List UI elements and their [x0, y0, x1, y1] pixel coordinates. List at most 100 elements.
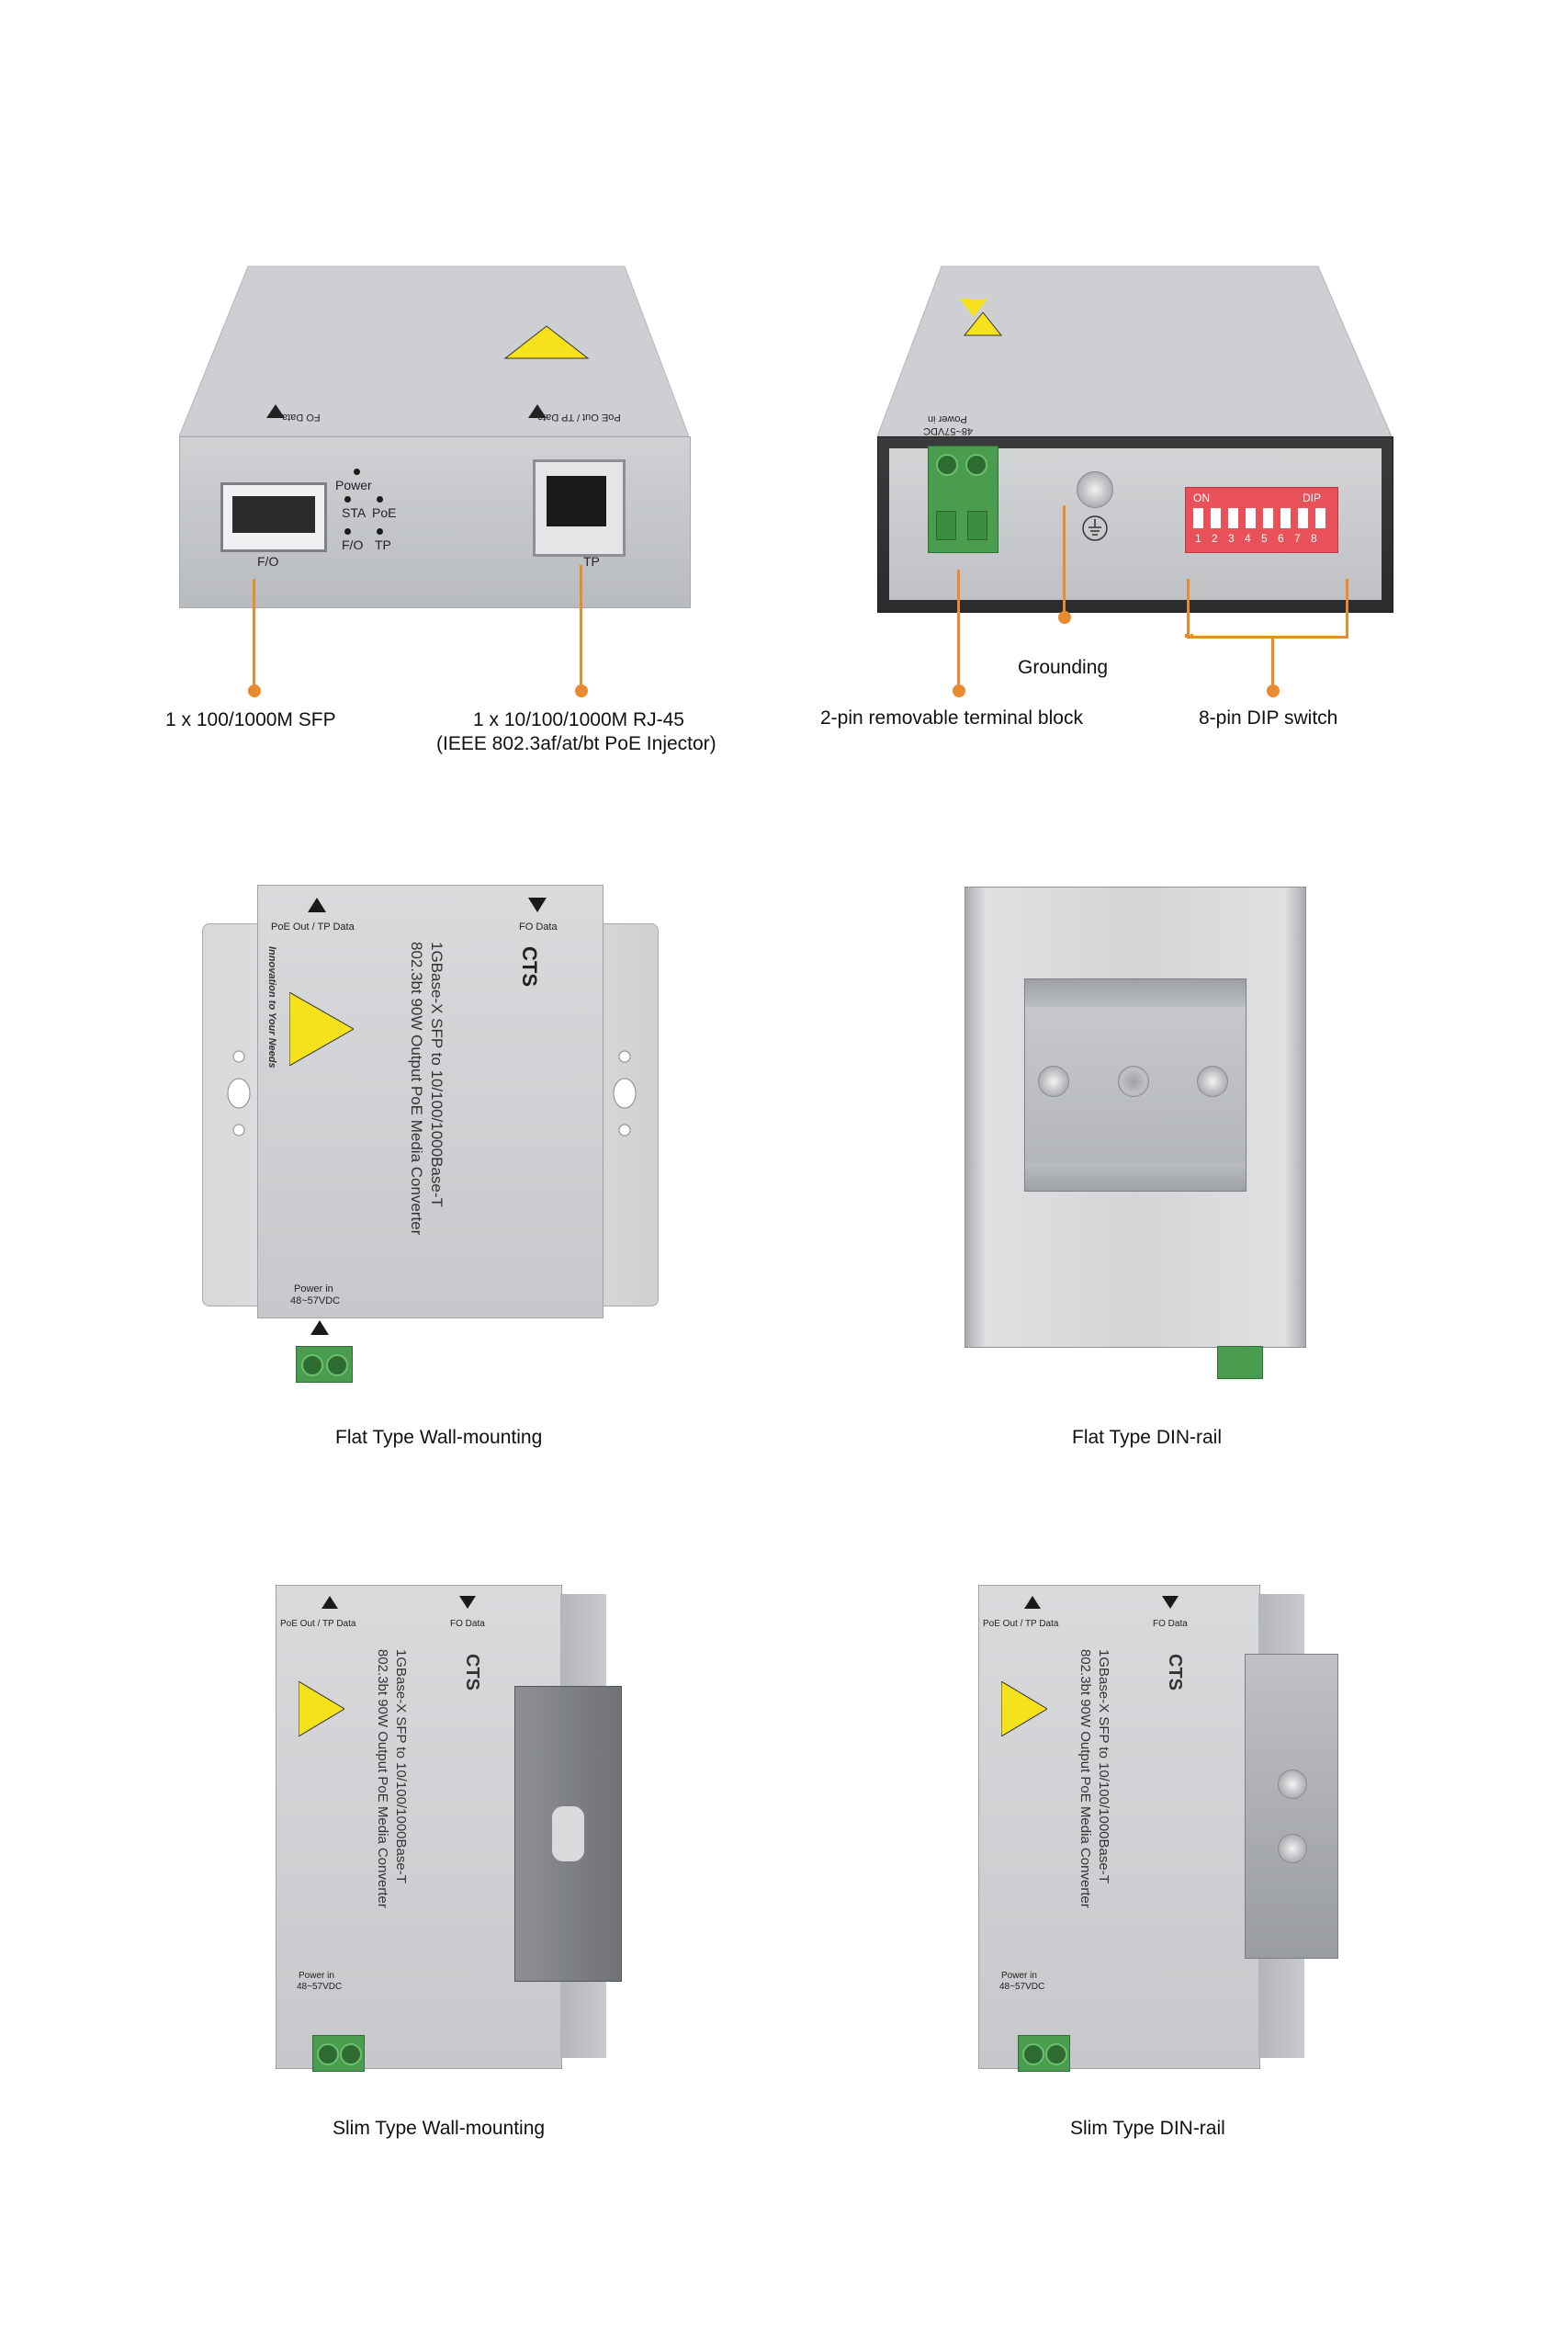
slim-wall-bracket — [514, 1686, 622, 1982]
arrow-up-icon — [1024, 1596, 1041, 1609]
ground-symbol-icon — [1082, 515, 1108, 541]
rear-device-top-face — [877, 266, 1392, 437]
slim-din-rail-clip — [1245, 1654, 1338, 1959]
caption-flat-wall: Flat Type Wall-mounting — [335, 1427, 543, 1448]
warning-heat-icon — [289, 992, 354, 1066]
slim-din-fo-data: FO Data — [1153, 1619, 1188, 1629]
din-screw-right — [1197, 1066, 1228, 1097]
rj45-port — [533, 459, 626, 557]
flat-din-terminal-block — [1217, 1346, 1263, 1379]
warning-heat-icon — [299, 1681, 344, 1736]
arrow-up-icon — [321, 1596, 338, 1609]
callout-dot-terminal — [953, 684, 965, 697]
arrow-down-icon — [1162, 1596, 1179, 1609]
flat-wall-terminal-block — [296, 1346, 353, 1383]
callout-line-rj45 — [580, 565, 582, 689]
rear-terminal-block — [928, 446, 998, 553]
front-top-fo-data: FO Data — [282, 412, 321, 423]
front-top-poe-out: PoE Out / TP Data — [537, 412, 621, 423]
warning-heat-icon — [503, 325, 590, 359]
callout-ground-text: Grounding — [1018, 657, 1109, 678]
callout-line-ground — [1063, 505, 1066, 616]
led-label-tp: TP — [375, 537, 391, 552]
din-screw-left — [1038, 1066, 1069, 1097]
callout-dot-dip — [1267, 684, 1280, 697]
callout-rj45-text-line2: (IEEE 802.3af/at/bt PoE Injector) — [436, 733, 716, 754]
callout-line-sfp — [253, 579, 255, 689]
flat-wall-slogan: Innovation to Your Needs — [266, 946, 277, 1069]
slim-wall-model-line1: 1GBase-X SFP to 10/100/1000Base-T — [393, 1649, 409, 1883]
slim-din-brand: CTS — [1165, 1654, 1185, 1690]
rear-device: Power in 48~57VDC ON DIP 1 2 3 4 5 6 7 8 — [877, 262, 1393, 620]
slim-din-chassis — [978, 1585, 1260, 2069]
led-power — [354, 469, 360, 475]
arrow-up-icon — [310, 1320, 329, 1335]
rj45-port-label: TP — [583, 554, 600, 569]
led-label-sta: STA — [342, 505, 367, 520]
warning-heat-icon — [1001, 1681, 1047, 1736]
flat-wall-model-line2: 802.3bt 90W Output PoE Media Converter — [408, 942, 425, 1236]
caption-slim-wall: Slim Type Wall-mounting — [333, 2118, 546, 2139]
flat-wall-device: PoE Out / TP Data FO Data Innovation to … — [202, 877, 661, 1392]
rear-power-in: Power in — [928, 413, 967, 424]
callout-rj45-text-line1: 1 x 10/100/1000M RJ-45 — [473, 709, 684, 730]
rear-power-voltage: 48~57VDC — [923, 425, 974, 436]
callout-line-dip — [1271, 636, 1274, 689]
caption-slim-din: Slim Type DIN-rail — [1070, 2118, 1225, 2139]
flat-wall-chassis — [257, 885, 604, 1318]
slim-din-terminal-block — [1018, 2035, 1070, 2072]
callout-terminal-text: 2-pin removable terminal block — [820, 707, 1083, 729]
led-tp — [377, 528, 383, 535]
arrow-down-icon — [459, 1596, 476, 1609]
callout-dip-text: 8-pin DIP switch — [1199, 707, 1338, 729]
led-label-power: Power — [335, 478, 372, 492]
slim-din-model-line1: 1GBase-X SFP to 10/100/1000Base-T — [1096, 1649, 1111, 1883]
slim-din-power-in: Power in — [1001, 1971, 1037, 1981]
arrow-up-icon — [308, 898, 326, 912]
front-device-top-face — [179, 266, 689, 437]
led-label-fo: F/O — [342, 537, 364, 552]
slim-wall-brand: CTS — [462, 1654, 482, 1690]
led-fo — [344, 528, 351, 535]
slim-din-poe-out: PoE Out / TP Data — [983, 1619, 1059, 1629]
slim-wall-power-voltage: 48~57VDC — [297, 1982, 343, 1992]
arrow-down-icon — [528, 898, 547, 912]
callout-dot-rj45 — [575, 684, 588, 697]
dip-on-label: ON — [1193, 492, 1210, 504]
flat-wall-power-in: Power in — [294, 1283, 333, 1295]
wall-plate-keyhole-left — [227, 1050, 251, 1136]
led-poe — [377, 496, 383, 503]
led-label-poe: PoE — [372, 505, 397, 520]
flat-wall-power-voltage: 48~57VDC — [290, 1295, 341, 1306]
flat-wall-poe-out: PoE Out / TP Data — [271, 922, 355, 933]
flat-din-device — [960, 882, 1309, 1387]
wall-plate-keyhole-right — [613, 1050, 637, 1136]
front-device: FO Data PoE Out / TP Data F/O Power STA … — [179, 262, 691, 611]
led-sta — [344, 496, 351, 503]
grounding-screw — [1077, 471, 1113, 508]
flat-wall-fo-data: FO Data — [519, 922, 558, 933]
caption-flat-din: Flat Type DIN-rail — [1072, 1427, 1222, 1448]
dip-label: DIP — [1303, 492, 1322, 504]
slim-wall-poe-out: PoE Out / TP Data — [280, 1619, 356, 1629]
callout-sfp-text: 1 x 100/1000M SFP — [165, 709, 336, 730]
flat-wall-brand: CTS — [518, 946, 541, 987]
slim-din-model-line2: 802.3bt 90W Output PoE Media Converter — [1077, 1649, 1093, 1908]
slim-wall-terminal-block — [312, 2035, 365, 2072]
callout-dot-ground — [1058, 611, 1071, 624]
slim-wall-model-line2: 802.3bt 90W Output PoE Media Converter — [375, 1649, 390, 1908]
sfp-port — [220, 482, 327, 552]
slim-wall-device: PoE Out / TP Data FO Data 1GBase-X SFP t… — [271, 1566, 622, 2081]
flat-wall-model-line1: 1GBase-X SFP to 10/100/1000Base-T — [428, 942, 446, 1207]
slim-wall-power-in: Power in — [299, 1971, 334, 1981]
dip-numbers: 1 2 3 4 5 6 7 8 — [1195, 532, 1321, 545]
slim-din-power-voltage: 48~57VDC — [999, 1982, 1045, 1992]
callout-dot-sfp — [248, 684, 261, 697]
slim-din-device: PoE Out / TP Data FO Data 1GBase-X SFP t… — [974, 1566, 1341, 2081]
dip-switch: ON DIP 1 2 3 4 5 6 7 8 — [1185, 487, 1338, 553]
din-screw-center — [1118, 1066, 1149, 1097]
callout-bracket-dip-shape — [1187, 579, 1348, 639]
sfp-port-label: F/O — [257, 554, 279, 569]
slim-wall-fo-data: FO Data — [450, 1619, 485, 1629]
callout-line-terminal — [957, 570, 960, 689]
